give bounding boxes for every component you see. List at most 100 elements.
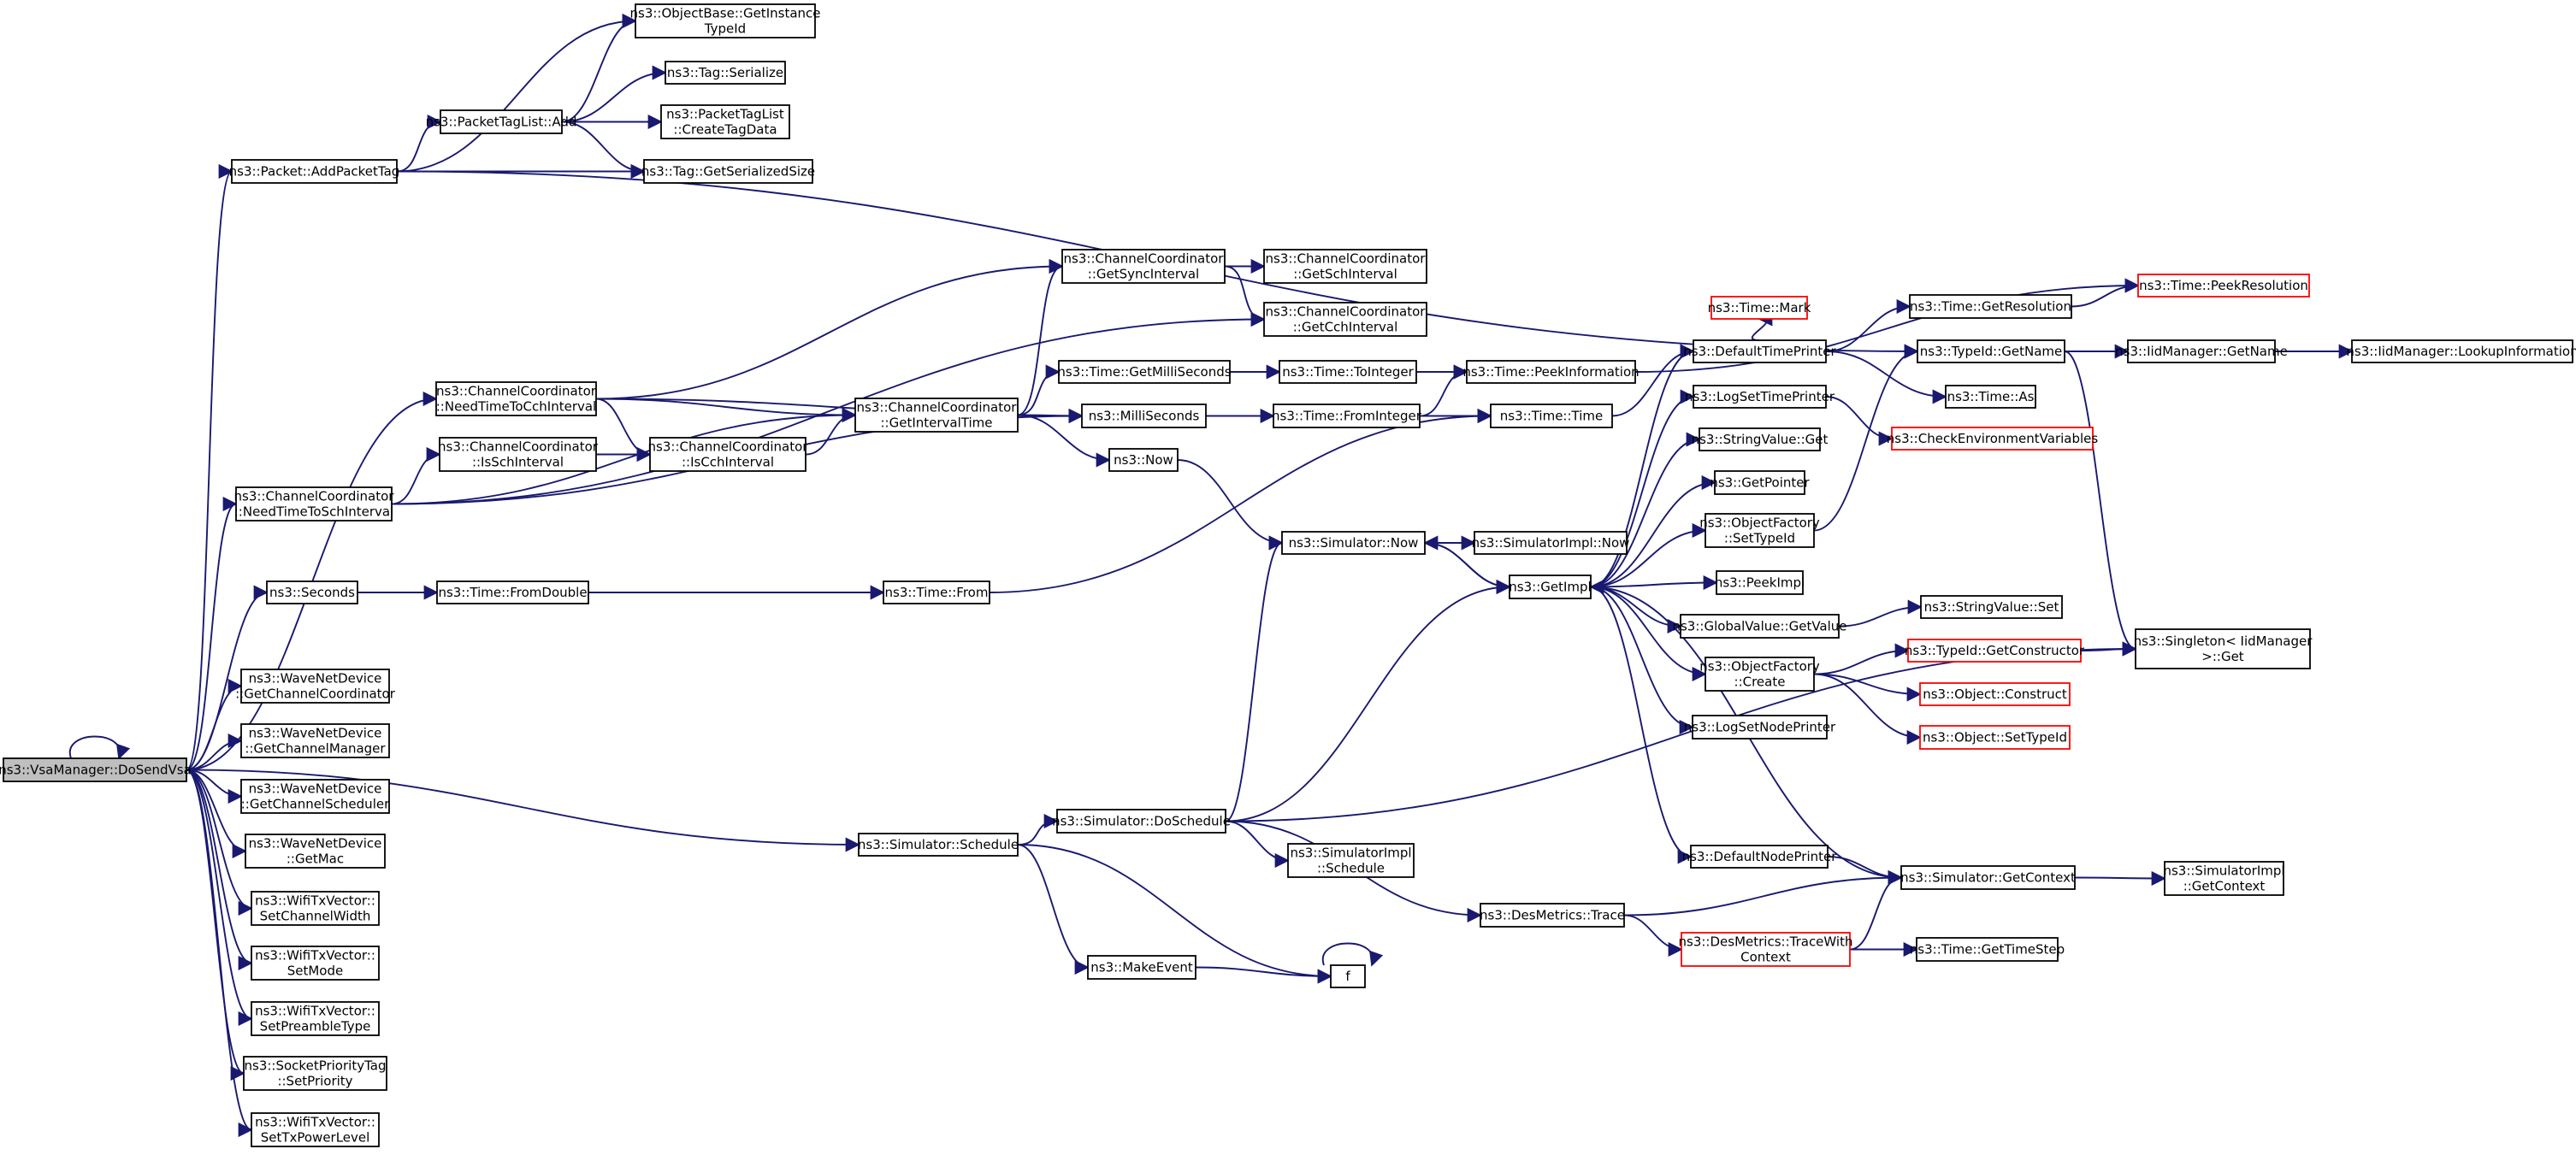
node-cc_needcch[interactable]: ns3::ChannelCoordinator::NeedTimeToCchIn… <box>435 381 597 416</box>
node-wnd_cm[interactable]: ns3::WaveNetDevice::GetChannelManager <box>240 723 390 758</box>
node-box[interactable] <box>643 159 813 184</box>
node-box[interactable] <box>649 437 806 472</box>
node-box[interactable] <box>858 833 1019 857</box>
node-logstp[interactable]: ns3::LogSetTimePrinter <box>1685 385 1835 409</box>
node-timetime[interactable]: ns3::Time::Time <box>1490 404 1613 428</box>
node-box[interactable] <box>440 109 563 134</box>
node-box[interactable] <box>435 381 597 416</box>
node-box[interactable] <box>635 3 816 38</box>
node-box[interactable] <box>1907 639 2082 663</box>
node-box[interactable] <box>266 580 358 604</box>
node-simimplsched[interactable]: ns3::SimulatorImpl::Schedule <box>1287 843 1415 878</box>
node-getpointer[interactable]: ns3::GetPointer <box>1710 470 1810 495</box>
node-box[interactable] <box>251 946 380 981</box>
node-box[interactable] <box>1705 513 1815 548</box>
node-peekinfo[interactable]: ns3::Time::PeekInformation <box>1462 360 1640 384</box>
node-singleton[interactable]: ns3::Singleton< IidManager >::Get <box>2134 628 2313 669</box>
node-box[interactable] <box>1081 404 1207 428</box>
node-box[interactable] <box>1330 964 1366 988</box>
node-box[interactable] <box>1058 360 1231 384</box>
node-simnow[interactable]: ns3::Simulator::Now <box>1281 531 1426 555</box>
node-simdosched[interactable]: ns3::Simulator::DoSchedule <box>1052 809 1231 834</box>
node-box[interactable] <box>1714 470 1805 495</box>
node-seconds[interactable]: ns3::Seconds <box>266 580 358 604</box>
node-fromdouble[interactable]: ns3::Time::FromDouble <box>436 580 589 604</box>
node-box[interactable] <box>235 486 393 522</box>
node-box[interactable] <box>2127 339 2276 363</box>
node-cc_needsch[interactable]: ns3::ChannelCoordinator::NeedTimeToSchIn… <box>234 486 395 522</box>
node-wnd_cc[interactable]: ns3::WaveNetDevice::GetChannelCoordinato… <box>235 669 396 704</box>
node-box[interactable] <box>1263 302 1427 337</box>
node-box[interactable] <box>1279 360 1417 384</box>
node-timemark[interactable]: ns3::Time::Mark <box>1708 296 1811 320</box>
node-box[interactable] <box>2164 861 2284 896</box>
node-box[interactable] <box>439 437 597 472</box>
node-now[interactable]: ns3::Now <box>1108 448 1179 472</box>
node-wnd_mac[interactable]: ns3::WaveNetDevice::GetMac <box>245 834 386 869</box>
node-box[interactable] <box>1945 385 2036 409</box>
node-timefrom[interactable]: ns3::Time::From <box>883 580 990 604</box>
node-box[interactable] <box>1692 715 1828 740</box>
node-simimplctx[interactable]: ns3::SimulatorImpl::GetContext <box>2163 861 2285 896</box>
node-cc_issch[interactable]: ns3::ChannelCoordinator::IsSchInterval <box>438 437 599 472</box>
node-box[interactable] <box>2137 274 2310 298</box>
node-box[interactable] <box>436 580 589 604</box>
node-box[interactable] <box>1680 614 1840 639</box>
node-box[interactable] <box>1710 296 1808 320</box>
node-box[interactable] <box>1061 249 1226 284</box>
node-wtx_txp[interactable]: ns3::WifiTxVector::SetTxPowerLevel <box>251 1112 380 1147</box>
node-box[interactable] <box>1693 339 1827 363</box>
node-toint[interactable]: ns3::Time::ToInteger <box>1279 360 1417 384</box>
node-box[interactable] <box>1056 809 1226 834</box>
node-spt[interactable]: ns3::SocketPriorityTag::SetPriority <box>243 1056 387 1091</box>
node-box[interactable] <box>1909 294 2072 319</box>
node-cc_sync[interactable]: ns3::ChannelCoordinator::GetSyncInterval <box>1061 249 1226 284</box>
node-box[interactable] <box>1263 249 1427 284</box>
node-ptladd[interactable]: ns3::PacketTagList::Add <box>426 109 577 134</box>
node-simctx[interactable]: ns3::Simulator::GetContext <box>1900 865 2076 890</box>
node-box[interactable] <box>251 1001 380 1036</box>
node-simsched[interactable]: ns3::Simulator::Schedule <box>858 833 1019 857</box>
node-box[interactable] <box>1281 531 1426 555</box>
node-cc_iscch[interactable]: ns3::ChannelCoordinator::IsCchInterval <box>648 437 809 472</box>
node-getres[interactable]: ns3::Time::GetResolution <box>1909 294 2072 319</box>
node-box[interactable] <box>1690 845 1829 869</box>
node-cc_sch[interactable]: ns3::ChannelCoordinator::GetSchInterval <box>1263 249 1427 284</box>
node-box[interactable] <box>1920 595 2063 619</box>
node-box[interactable] <box>883 580 990 604</box>
node-root[interactable]: ns3::VsaManager::DoSendVsa <box>0 757 192 782</box>
node-f[interactable]: f <box>1330 964 1366 988</box>
node-fromint[interactable]: ns3::Time::FromInteger <box>1272 404 1422 428</box>
node-tidctor[interactable]: ns3::TypeId::GetConstructor <box>1905 639 2085 663</box>
node-ofcreate[interactable]: ns3::ObjectFactory::Create <box>1699 657 1820 692</box>
node-objsettid[interactable]: ns3::Object::SetTypeId <box>1919 725 2071 750</box>
node-box[interactable] <box>1916 937 2059 962</box>
node-box[interactable] <box>1891 427 2094 451</box>
node-cc_interval[interactable]: ns3::ChannelCoordinator::GetIntervalTime <box>854 398 1019 433</box>
node-box[interactable] <box>1087 955 1196 980</box>
node-box[interactable] <box>854 398 1019 433</box>
node-millisec[interactable]: ns3::MilliSeconds <box>1081 404 1207 428</box>
node-simimplnow[interactable]: ns3::SimulatorImpl::Now <box>1472 531 1630 555</box>
node-getimpl[interactable]: ns3::GetImpl <box>1509 575 1592 599</box>
node-getmilli[interactable]: ns3::Time::GetMilliSeconds <box>1057 360 1232 384</box>
node-taggss[interactable]: ns3::Tag::GetSerializedSize <box>641 159 815 184</box>
node-box[interactable] <box>665 61 786 85</box>
node-peekres[interactable]: ns3::Time::PeekResolution <box>2137 274 2310 298</box>
node-box[interactable] <box>240 669 390 704</box>
node-iidname[interactable]: ns3::IidManager::GetName <box>2115 339 2288 363</box>
node-desmtrace[interactable]: ns3::DesMetrics::Trace <box>1480 903 1625 928</box>
node-box[interactable] <box>1900 865 2076 890</box>
node-lsnp[interactable]: ns3::LogSetNodePrinter <box>1684 715 1836 740</box>
node-box[interactable] <box>1490 404 1613 428</box>
node-box[interactable] <box>1699 427 1821 451</box>
node-box[interactable] <box>231 159 398 184</box>
node-tagser[interactable]: ns3::Tag::Serialize <box>665 61 786 85</box>
node-peekimpl[interactable]: ns3::PeekImpl <box>1715 570 1805 595</box>
node-strset[interactable]: ns3::StringValue::Set <box>1920 595 2063 619</box>
node-wtx_pre[interactable]: ns3::WifiTxVector::SetPreambleType <box>251 1001 380 1036</box>
node-box[interactable] <box>245 834 386 869</box>
node-gettimestep[interactable]: ns3::Time::GetTimeStep <box>1910 937 2065 962</box>
